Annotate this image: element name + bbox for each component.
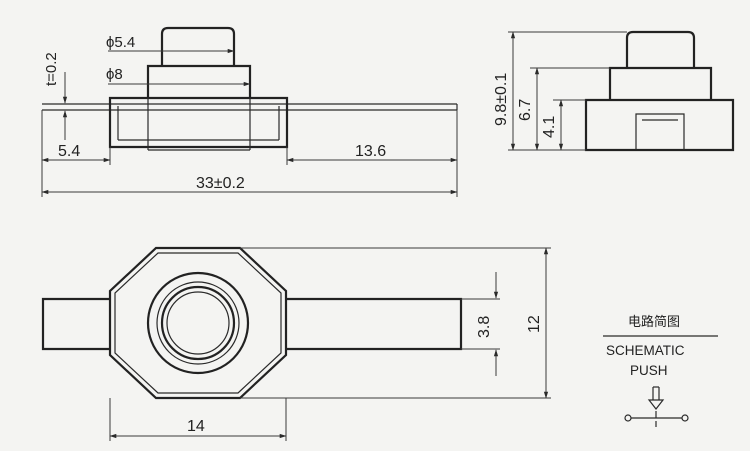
base-height-label: 4.1 xyxy=(541,116,558,138)
top-view xyxy=(41,246,551,441)
thickness-label: t=0.2 xyxy=(43,52,60,86)
schematic-title-cn: 电路简图 xyxy=(628,314,680,330)
top-width-label: 14 xyxy=(187,418,205,435)
push-switch-symbol xyxy=(624,386,689,427)
terminal-width-label: 3.8 xyxy=(476,316,493,338)
overall-height-label: 12 xyxy=(526,315,543,333)
total-height-label: 9.8±0.1 xyxy=(493,73,510,126)
schematic-title-en: SCHEMATIC xyxy=(606,343,685,358)
end-view xyxy=(508,30,735,152)
body-height-label: 6.7 xyxy=(517,99,534,121)
side-view xyxy=(41,26,458,197)
overall-length-label: 33±0.2 xyxy=(196,175,245,192)
left-length-label: 5.4 xyxy=(58,143,80,160)
schematic-type-label: PUSH xyxy=(630,363,668,378)
base-diameter-label: ϕ8 xyxy=(106,66,123,83)
right-length-label: 13.6 xyxy=(355,143,386,160)
cap-diameter-label: ϕ5.4 xyxy=(106,34,135,51)
